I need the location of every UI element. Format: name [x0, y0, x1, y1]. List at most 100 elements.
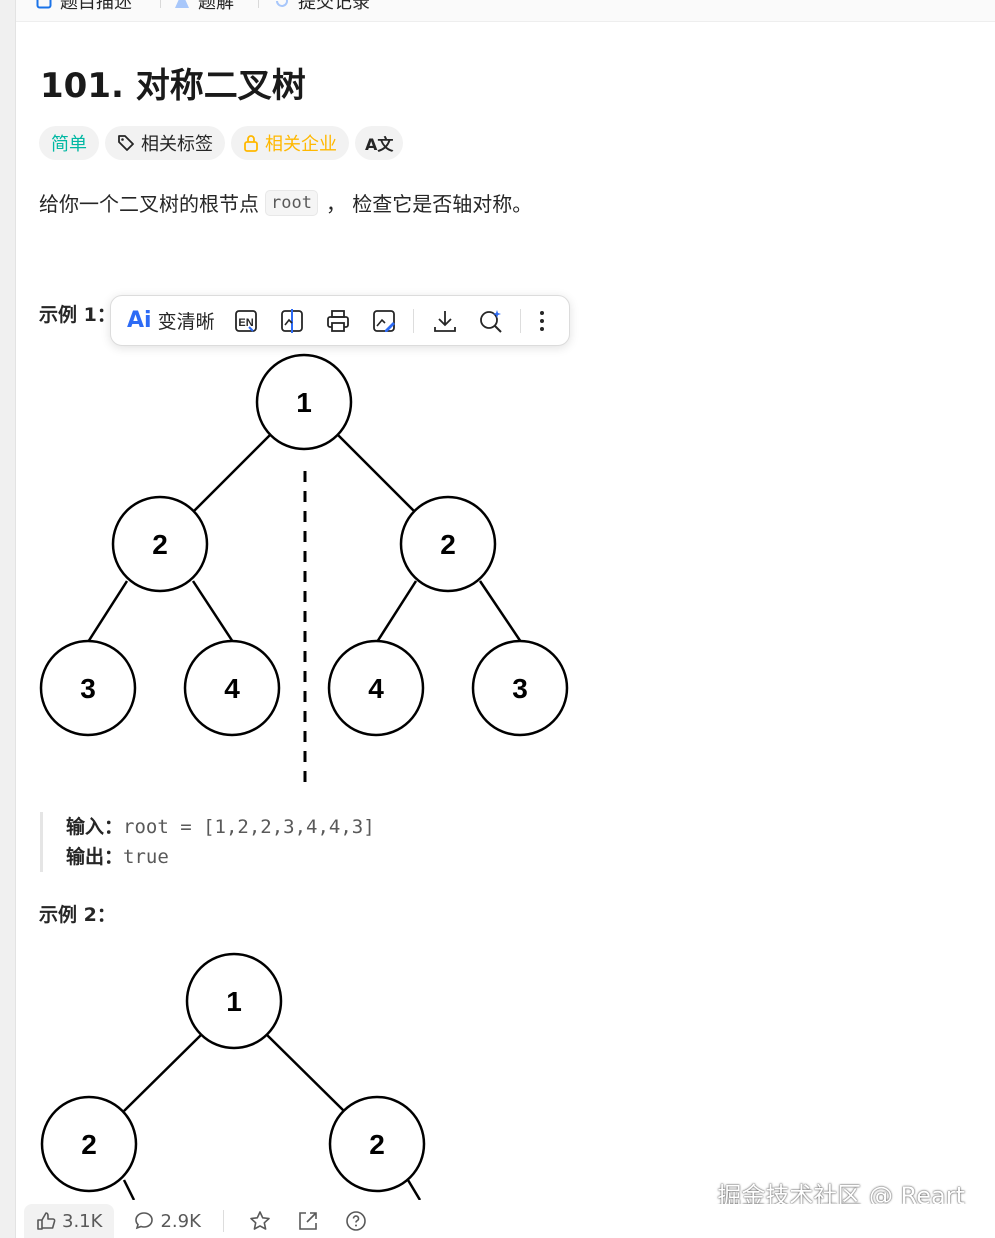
flask-icon [175, 0, 189, 8]
tree-node [111, 495, 209, 593]
print-icon [326, 309, 349, 332]
help-icon [346, 1211, 366, 1231]
tree-edge [265, 1033, 345, 1112]
tree-node [39, 639, 137, 737]
tree-node [328, 1095, 426, 1193]
example-1-output-row: 输出： true [66, 842, 375, 872]
node-value: 4 [368, 673, 384, 704]
translate-icon: A文 [365, 135, 394, 154]
tree-edge [478, 580, 523, 643]
related-companies-button[interactable]: 相关企业 [231, 126, 349, 160]
tab-submissions-label: 提交记录 [298, 0, 370, 13]
tree-node [471, 639, 569, 737]
example-1-title: 示例 1： [39, 304, 116, 326]
edit-image-icon [372, 309, 395, 332]
tree-node [255, 353, 353, 451]
tree-node [327, 639, 425, 737]
help-button[interactable] [344, 1209, 368, 1233]
tab-solutions[interactable]: 题解 [174, 0, 234, 14]
tree-edge [123, 1033, 203, 1112]
output-label: 输出： [66, 846, 124, 868]
compare-icon [280, 308, 303, 333]
node-value: 2 [81, 1129, 97, 1160]
problem-title: 101. 对称二叉树 [40, 66, 306, 106]
difficulty-badge: 简单 [39, 126, 99, 160]
node-value: 1 [226, 986, 242, 1017]
tab-solutions-label: 题解 [198, 0, 234, 13]
tag-icon [118, 135, 134, 151]
thumbs-up-icon [37, 1212, 56, 1230]
node-value: 3 [80, 673, 96, 704]
tree-node [399, 495, 497, 593]
extract-text-icon: EN [234, 309, 257, 332]
bottom-action-bar: 3.1K 2.9K [16, 1204, 995, 1238]
node-value: 2 [369, 1129, 385, 1160]
problem-description: 给你一个二叉树的根节点 root ， 检查它是否轴对称。 [39, 188, 532, 217]
tab-description-label: 题目描述 [60, 0, 132, 13]
output-value: true [123, 846, 169, 868]
input-label: 输入： [66, 816, 124, 838]
ai-search-icon [480, 309, 502, 333]
toolbar-divider [520, 308, 521, 333]
related-topics-button[interactable]: 相关标签 [105, 126, 225, 160]
tree-edge [192, 432, 273, 513]
tree-edge [191, 580, 235, 643]
node-value: 2 [152, 529, 168, 560]
tab-submissions[interactable]: 提交记录 [274, 0, 370, 14]
ai-enhance-button[interactable]: Ai 变清晰 [127, 307, 215, 334]
node-value: 2 [440, 529, 456, 560]
example-1-input-row: 输入： root = [1,2,2,3,4,4,3] [66, 812, 375, 842]
tab-divider [258, 0, 259, 8]
description-text-end: ， 检查它是否轴对称。 [325, 192, 533, 216]
star-icon [250, 1211, 270, 1230]
description-icon [36, 0, 52, 9]
comments-button[interactable]: 2.9K [134, 1210, 201, 1232]
more-options-button[interactable] [527, 305, 557, 337]
description-text: 给你一个二叉树的根节点 [39, 192, 259, 216]
related-topics-label: 相关标签 [141, 134, 213, 155]
inline-code-root: root [265, 189, 318, 216]
compare-button[interactable] [277, 305, 307, 337]
example-1-io: 输入： root = [1,2,2,3,4,4,3] 输出： true [40, 812, 375, 872]
problem-tags: 简单 相关标签 相关企业 A文 [39, 126, 404, 160]
left-edge-panel [0, 0, 16, 1238]
download-icon [433, 310, 456, 332]
print-button[interactable] [323, 305, 353, 337]
edit-image-button[interactable] [369, 305, 399, 337]
like-count: 3.1K [62, 1210, 103, 1232]
related-companies-label: 相关企业 [265, 134, 337, 155]
difficulty-label: 简单 [51, 134, 87, 155]
tree-node [40, 1095, 138, 1193]
tree-node [185, 952, 283, 1050]
node-value: 1 [296, 387, 312, 418]
tab-description[interactable]: 题目描述 [36, 0, 132, 14]
example-2-title: 示例 2： [39, 904, 116, 926]
tree-edge [335, 432, 416, 513]
ai-enhance-label: 变清晰 [157, 311, 215, 333]
ai-search-button[interactable] [476, 305, 506, 337]
image-toolbar: Ai 变清晰 EN [110, 295, 570, 346]
node-value: 4 [224, 673, 240, 704]
svg-text:EN: EN [238, 317, 253, 329]
comment-icon [135, 1212, 154, 1230]
input-value: root = [1,2,2,3,4,4,3] [123, 816, 375, 838]
translate-button[interactable]: A文 [355, 126, 404, 160]
share-icon [299, 1212, 317, 1230]
tree-node [183, 639, 281, 737]
favorite-button[interactable] [248, 1209, 272, 1233]
share-button[interactable] [296, 1209, 320, 1233]
download-button[interactable] [430, 305, 460, 337]
ai-sparkle-icon: Ai [127, 308, 152, 333]
tree-edge [122, 1179, 136, 1200]
comment-count: 2.9K [160, 1210, 201, 1232]
lock-icon [244, 135, 258, 152]
example-2-tree-image: 1 2 2 [40, 952, 426, 1200]
toolbar-divider [412, 308, 414, 333]
node-value: 3 [512, 673, 528, 704]
like-button[interactable]: 3.1K [24, 1204, 115, 1238]
tree-edge [406, 1179, 422, 1200]
example-1-tree-image: 1 2 2 3 4 4 3 [39, 353, 569, 785]
tree-edge [375, 580, 418, 643]
tab-divider [160, 0, 161, 8]
extract-text-button[interactable]: EN [231, 305, 261, 337]
